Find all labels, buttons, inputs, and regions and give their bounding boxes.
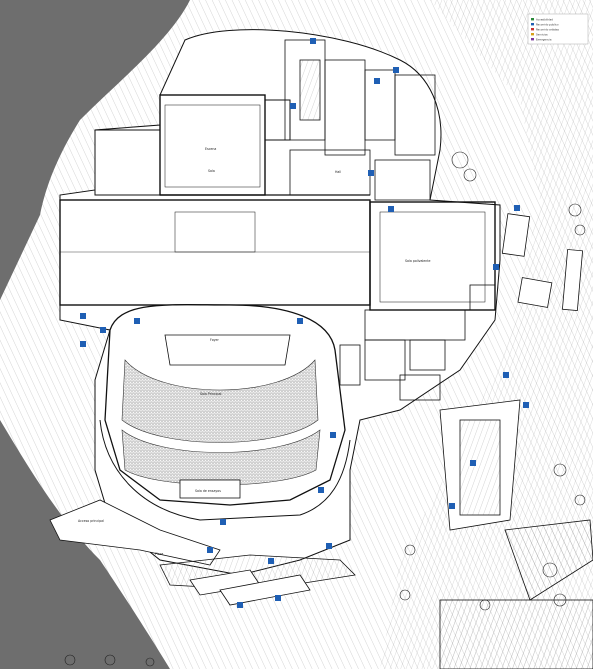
wheelchair-icon [503,372,509,378]
legend-item: Servicios [536,32,548,36]
wheelchair-icon [297,318,303,324]
wheelchair-icon [80,313,86,319]
wheelchair-icon [523,402,529,408]
label-lobby: Hall [335,170,341,174]
label-rehearsal: Sala de ensayos [195,489,221,493]
label-plaza: Plaza [155,552,163,556]
wheelchair-icon [470,460,476,466]
wheelchair-icon [310,38,316,44]
label-side-hall: Sala polivalente [405,259,431,263]
wheelchair-icon [514,205,520,211]
wheelchair-icon [134,318,140,324]
legend: Accesibilidad Recorrido publico Recorrid… [527,13,589,45]
label-foyer: Foyer [210,338,220,342]
wheelchair-icon [100,327,106,333]
entrance-ramps [49,499,356,606]
wheelchair-icon [388,206,394,212]
wheelchair-icon [326,543,332,549]
accessibility-icons [80,38,529,608]
wheelchair-icon [493,264,499,270]
wheelchair-icon [80,341,86,347]
wheelchair-icon [393,67,399,73]
wheelchair-icon [275,595,281,601]
trees [64,151,586,667]
label-stage: Escena [205,147,216,151]
wheelchair-icon [374,78,380,84]
auditorium [99,304,351,521]
river [0,0,190,300]
legend-item: Emergencia [536,37,552,41]
right-structures [439,213,593,669]
label-hall-upper: Sala [208,169,215,173]
wheelchair-icon [318,487,324,493]
legend-item: Accesibilidad [536,17,553,21]
wheelchair-icon [368,170,374,176]
wheelchair-icon [237,602,243,608]
wheelchair-icon [449,503,455,509]
wheelchair-icon [220,519,226,525]
label-entrance: Acceso principal [78,519,104,523]
wheelchair-icon [330,432,336,438]
wheelchair-icon [268,558,274,564]
legend-item: Recorrido artistas [536,27,560,31]
wheelchair-icon [207,547,213,553]
label-auditorium: Sala Principal [200,392,222,396]
room-labels: Escena Sala Hall Foyer Sala Principal Sa… [78,147,431,556]
lower-right-rooms [339,284,496,401]
legend-item: Recorrido publico [536,22,559,26]
river-lower [0,420,170,669]
wheelchair-icon [290,103,296,109]
